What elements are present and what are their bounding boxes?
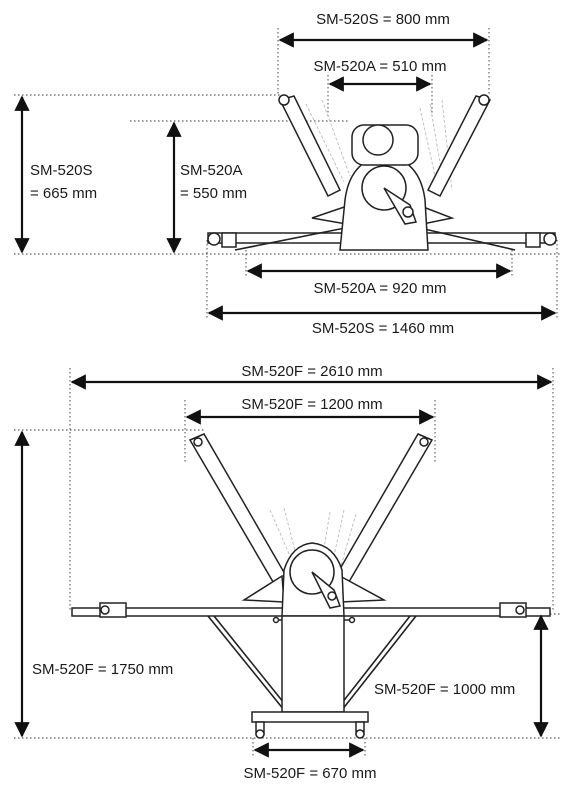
bottom-diagram: SM-520F = 2610 mm SM-520F = 1200 mm SM-5… (14, 363, 560, 782)
sm520f-height-label: SM-520F = 1750 mm (32, 661, 173, 678)
sm520f-length-label: SM-520F = 2610 mm (241, 363, 382, 380)
sm520s-height-label-line1: SM-520S (30, 162, 93, 179)
top-machine (207, 94, 557, 251)
sm520f-table-height-label: SM-520F = 1000 mm (374, 681, 515, 698)
sm520f-width-label: SM-520F = 1200 mm (241, 396, 382, 413)
sm520a-height-label-line2: = 550 mm (180, 185, 247, 202)
bottom-machine (71, 433, 551, 739)
sm520f-base-width-label: SM-520F = 670 mm (244, 765, 377, 782)
sm520a-length-label: SM-520A = 920 mm (314, 280, 447, 297)
top-diagram: SM-520S = 800 mm SM-520A = 510 mm SM-520… (14, 11, 560, 337)
sm520s-width-label: SM-520S = 800 mm (316, 11, 450, 28)
sm520s-height-label-line2: = 665 mm (30, 185, 97, 202)
sm520a-height-label-line1: SM-520A (180, 162, 243, 179)
sm520a-width-label: SM-520A = 510 mm (314, 58, 447, 75)
sm520s-length-label: SM-520S = 1460 mm (312, 320, 454, 337)
